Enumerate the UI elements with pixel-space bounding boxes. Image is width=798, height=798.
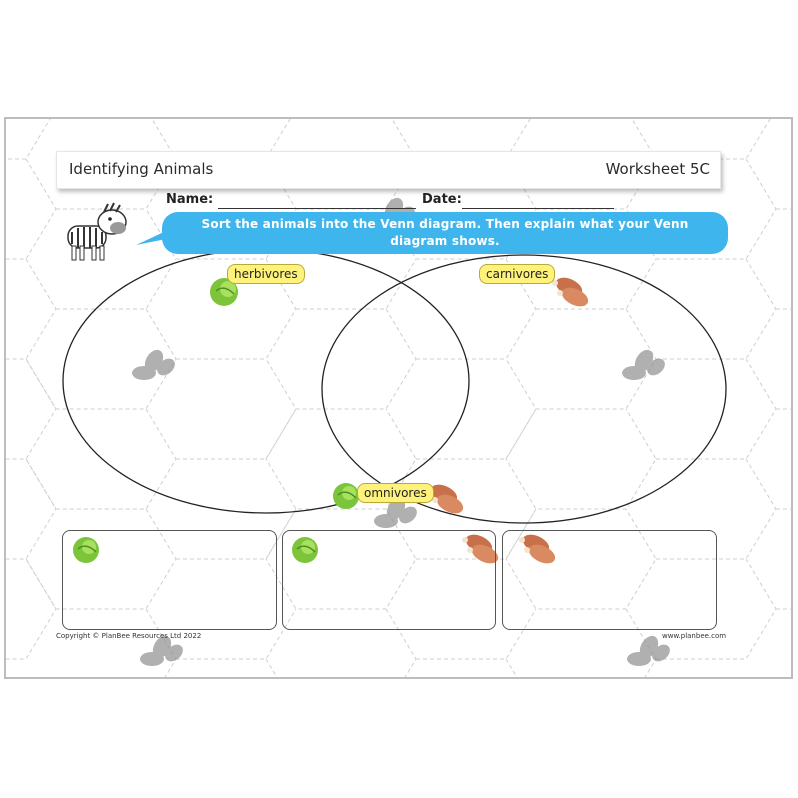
herbivores-label: herbivores	[227, 264, 305, 284]
lettuce-icon	[210, 278, 238, 306]
explanation-box-omnivores[interactable]	[282, 530, 496, 630]
explanation-box-carnivores[interactable]	[502, 530, 717, 630]
explanation-box-herbivores[interactable]	[62, 530, 277, 630]
venn-circle-herbivores	[62, 248, 470, 514]
name-label: Name:	[166, 192, 214, 207]
lettuce-icon	[292, 537, 318, 563]
speech-bubble-tail	[136, 231, 166, 245]
venn-circle-carnivores	[321, 254, 727, 524]
chicken-leg-icon	[519, 534, 556, 564]
instructions-line-1: Sort the animals into the Venn diagram. …	[201, 217, 689, 231]
chicken-leg-icon	[552, 277, 589, 307]
copyright-text: Copyright © PlanBee Resources Ltd 2022	[56, 632, 202, 640]
lettuce-icon	[73, 537, 99, 563]
zebra-icon	[67, 202, 127, 261]
instructions-line-2: diagram shows.	[390, 234, 500, 248]
website-text: www.planbee.com	[662, 632, 727, 640]
omnivores-label: omnivores	[357, 483, 434, 503]
instructions-banner: Sort the animals into the Venn diagram. …	[162, 212, 728, 254]
carnivores-label: carnivores	[479, 264, 556, 284]
chicken-leg-icon	[462, 534, 499, 564]
date-label: Date:	[422, 192, 462, 207]
name-field[interactable]	[218, 208, 416, 209]
worksheet-number: Worksheet 5C	[605, 160, 710, 178]
lettuce-icon	[333, 483, 359, 509]
title-bar: Identifying Animals Worksheet 5C	[56, 151, 721, 189]
worksheet-page: Identifying Animals Worksheet 5C Name: D…	[4, 117, 793, 679]
worksheet-title: Identifying Animals	[69, 160, 214, 178]
date-field[interactable]	[462, 208, 614, 209]
